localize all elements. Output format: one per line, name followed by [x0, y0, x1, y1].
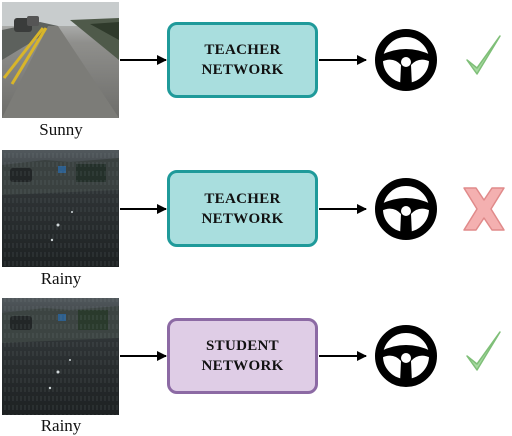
teacher-network-box: TEACHER NETWORK [167, 22, 318, 98]
caption-rainy-2: Rainy [40, 416, 82, 435]
caption-sunny: Sunny [39, 120, 83, 139]
steering-wheel-icon-2 [379, 182, 433, 236]
check-icon [466, 35, 501, 75]
network-label-line2: NETWORK [201, 62, 284, 78]
network-label-line1: STUDENT [206, 338, 279, 354]
sunny-road-image [2, 2, 119, 118]
steering-wheel-icon-3 [379, 329, 433, 383]
network-label-line1: TEACHER [204, 190, 281, 207]
network-label-line1: TEACHER [204, 42, 281, 58]
caption-rainy: Rainy [40, 269, 82, 288]
rainy-road-image-2 [2, 298, 119, 415]
check-icon-2 [466, 331, 501, 371]
teacher-network-box-2: TEACHER NETWORK [167, 170, 318, 247]
rainy-road-image [2, 150, 119, 267]
cross-icon [463, 187, 505, 231]
network-label-line2: NETWORK [201, 210, 284, 227]
steering-wheel-icon [379, 33, 433, 87]
network-label-line2: NETWORK [201, 358, 284, 374]
student-network-box: STUDENT NETWORK [167, 318, 318, 394]
